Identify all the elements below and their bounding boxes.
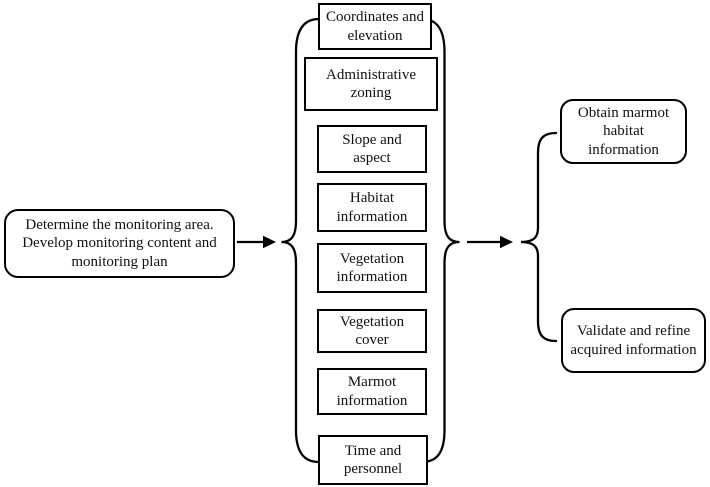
node-marmot-information-label: Marmot information [336, 374, 408, 409]
node-coordinates-elevation-label: Coordinates and elevation [326, 9, 424, 44]
node-marmot-information: Marmot information [317, 368, 427, 415]
node-validate-refine-info: Validate and refine acquired information [561, 308, 706, 373]
middle-group-left-brace [281, 17, 321, 464]
node-administrative-zoning: Administrative zoning [304, 57, 438, 111]
node-slope-aspect-label: Slope and aspect [342, 131, 402, 166]
arrow-start-to-middle [237, 235, 276, 249]
node-habitat-information: Habitat information [317, 183, 427, 232]
node-vegetation-cover-label: Vegetation cover [339, 313, 405, 348]
node-obtain-habitat-info-label: Obtain marmot habitat information [577, 105, 670, 158]
middle-group-right-brace [420, 17, 460, 464]
node-obtain-habitat-info: Obtain marmot habitat information [560, 99, 687, 164]
node-validate-refine-info-label: Validate and refine acquired information [570, 323, 697, 358]
node-coordinates-elevation: Coordinates and elevation [318, 3, 432, 50]
node-vegetation-cover: Vegetation cover [317, 309, 427, 353]
node-vegetation-information-label: Vegetation information [336, 250, 408, 285]
node-habitat-information-label: Habitat information [336, 190, 408, 225]
node-vegetation-information: Vegetation information [317, 243, 427, 293]
node-start: Determine the monitoring area. Develop m… [4, 209, 235, 278]
node-administrative-zoning-label: Administrative zoning [326, 66, 416, 101]
node-start-label: Determine the monitoring area. Develop m… [22, 217, 217, 270]
node-time-personnel: Time and personnel [318, 435, 428, 485]
arrow-middle-to-output [467, 235, 513, 249]
output-group-brace [520, 131, 558, 343]
node-time-personnel-label: Time and personnel [343, 442, 403, 477]
node-slope-aspect: Slope and aspect [317, 125, 427, 173]
